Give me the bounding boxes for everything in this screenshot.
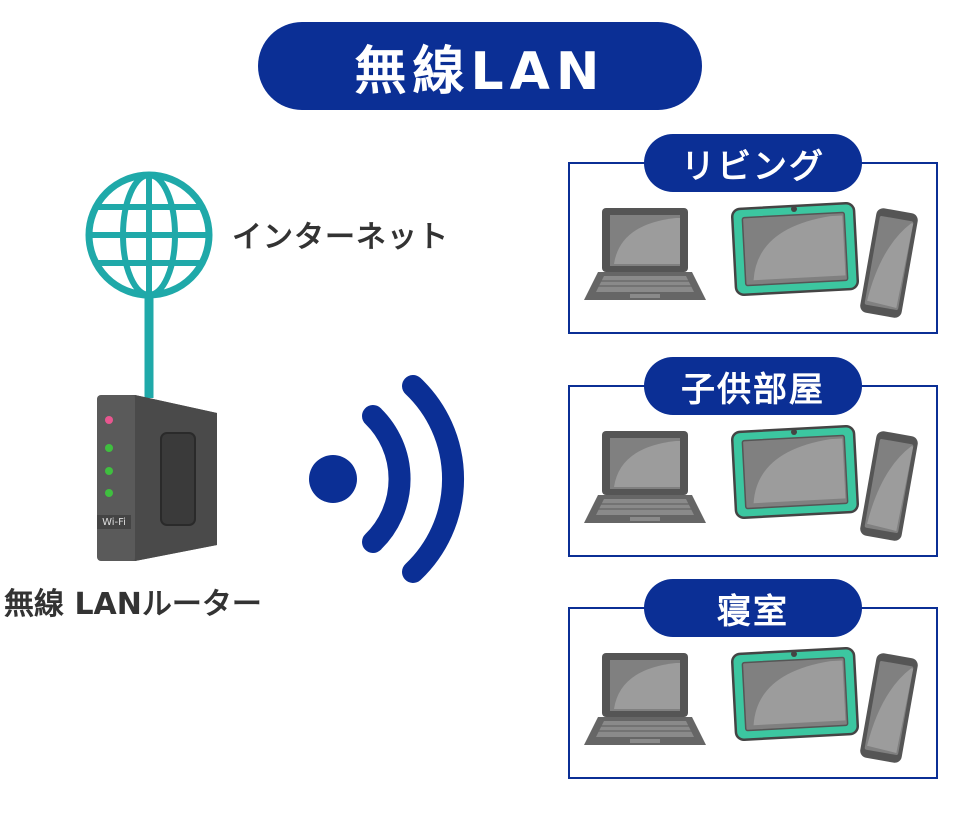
led-status-icon xyxy=(105,467,113,475)
room-label: 子供部屋 xyxy=(644,357,862,415)
smartphone-icon xyxy=(860,208,918,318)
led-status-icon xyxy=(105,444,113,452)
router-wifi-text: Wi-Fi xyxy=(102,517,126,528)
laptop-icon xyxy=(584,431,706,523)
tablet-icon xyxy=(730,202,860,296)
laptop-icon xyxy=(584,653,706,745)
title-banner: 無線LAN xyxy=(258,22,702,110)
led-status-icon xyxy=(105,489,113,497)
wifi-signal-icon xyxy=(309,375,464,583)
smartphone-icon xyxy=(860,431,918,541)
globe-icon xyxy=(85,171,213,398)
internet-label: インターネット xyxy=(232,220,449,255)
smartphone-icon xyxy=(860,653,918,763)
tablet-icon xyxy=(730,647,860,741)
laptop-icon xyxy=(584,208,706,300)
tablet-icon xyxy=(730,425,860,519)
router-label: 無線 LANルーター xyxy=(4,587,262,622)
room-label: リビング xyxy=(644,134,862,192)
led-power-icon xyxy=(105,416,113,424)
router-icon xyxy=(97,395,217,561)
room-label: 寝室 xyxy=(644,579,862,637)
page-title: 無線LAN xyxy=(354,41,606,102)
